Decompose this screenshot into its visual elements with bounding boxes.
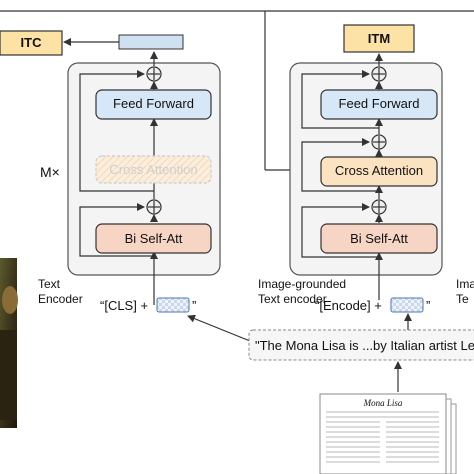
text-encoder-input-prefix: “[CLS] + (100, 298, 149, 313)
itc-box (0, 30, 63, 56)
grounded-cross-attention-box (320, 156, 438, 187)
caption-box (248, 329, 474, 361)
grounded-bi-self-att-box (320, 223, 438, 254)
grounded-encoder-name-line2: Text encoder (258, 292, 327, 306)
circled-plus-icon (371, 66, 387, 82)
cls-output-embedding (118, 34, 184, 50)
text-encoder-feed-forward-box (95, 89, 212, 120)
right-cut-label-line1: Ima (456, 277, 474, 291)
text-encoder-input-suffix: ” (192, 298, 197, 313)
grounded-encoder-name-line1: Image-grounded (258, 277, 347, 291)
text-encoder-name-line2: Encoder (38, 292, 83, 306)
text-encoder-bi-self-att-box (95, 223, 212, 254)
grounded-token-embedding (390, 297, 424, 313)
grounded-input-suffix: ” (426, 298, 431, 313)
circled-plus-icon (371, 134, 387, 150)
repeat-count-label: M× (40, 164, 60, 180)
right-cut-label-line2: Te (456, 292, 469, 306)
document-title: Mona Lisa (363, 398, 403, 408)
circled-plus-icon (146, 66, 162, 82)
grounded-feed-forward-box (320, 89, 438, 120)
itc-label: ITC (20, 35, 42, 50)
itm-box (343, 24, 415, 53)
text-token-embedding (156, 297, 190, 313)
text-encoder-cross-attention-label: Cross Attention (109, 162, 198, 177)
circled-plus-icon (146, 199, 162, 215)
grounded-feed-forward-label: Feed Forward (338, 96, 420, 111)
text-encoder-name-line1: Text (38, 277, 61, 291)
grounded-input-prefix: “[Encode] + (315, 298, 382, 313)
text-encoder-feed-forward-label: Feed Forward (113, 96, 194, 111)
circled-plus-icon (371, 199, 387, 215)
itm-label: ITM (367, 31, 391, 46)
painting-image (0, 258, 18, 428)
text-encoder-cross-attention-box-disabled (95, 155, 212, 184)
grounded-cross-attention-label: Cross Attention (334, 163, 424, 178)
grounded-bi-self-att-label: Bi Self-Att (350, 231, 408, 246)
caption-text: "The Mona Lisa is ...by Italian artist L… (255, 338, 474, 353)
text-encoder-bi-self-att-label: Bi Self-Att (124, 231, 183, 246)
document-stack-icon (319, 393, 457, 474)
